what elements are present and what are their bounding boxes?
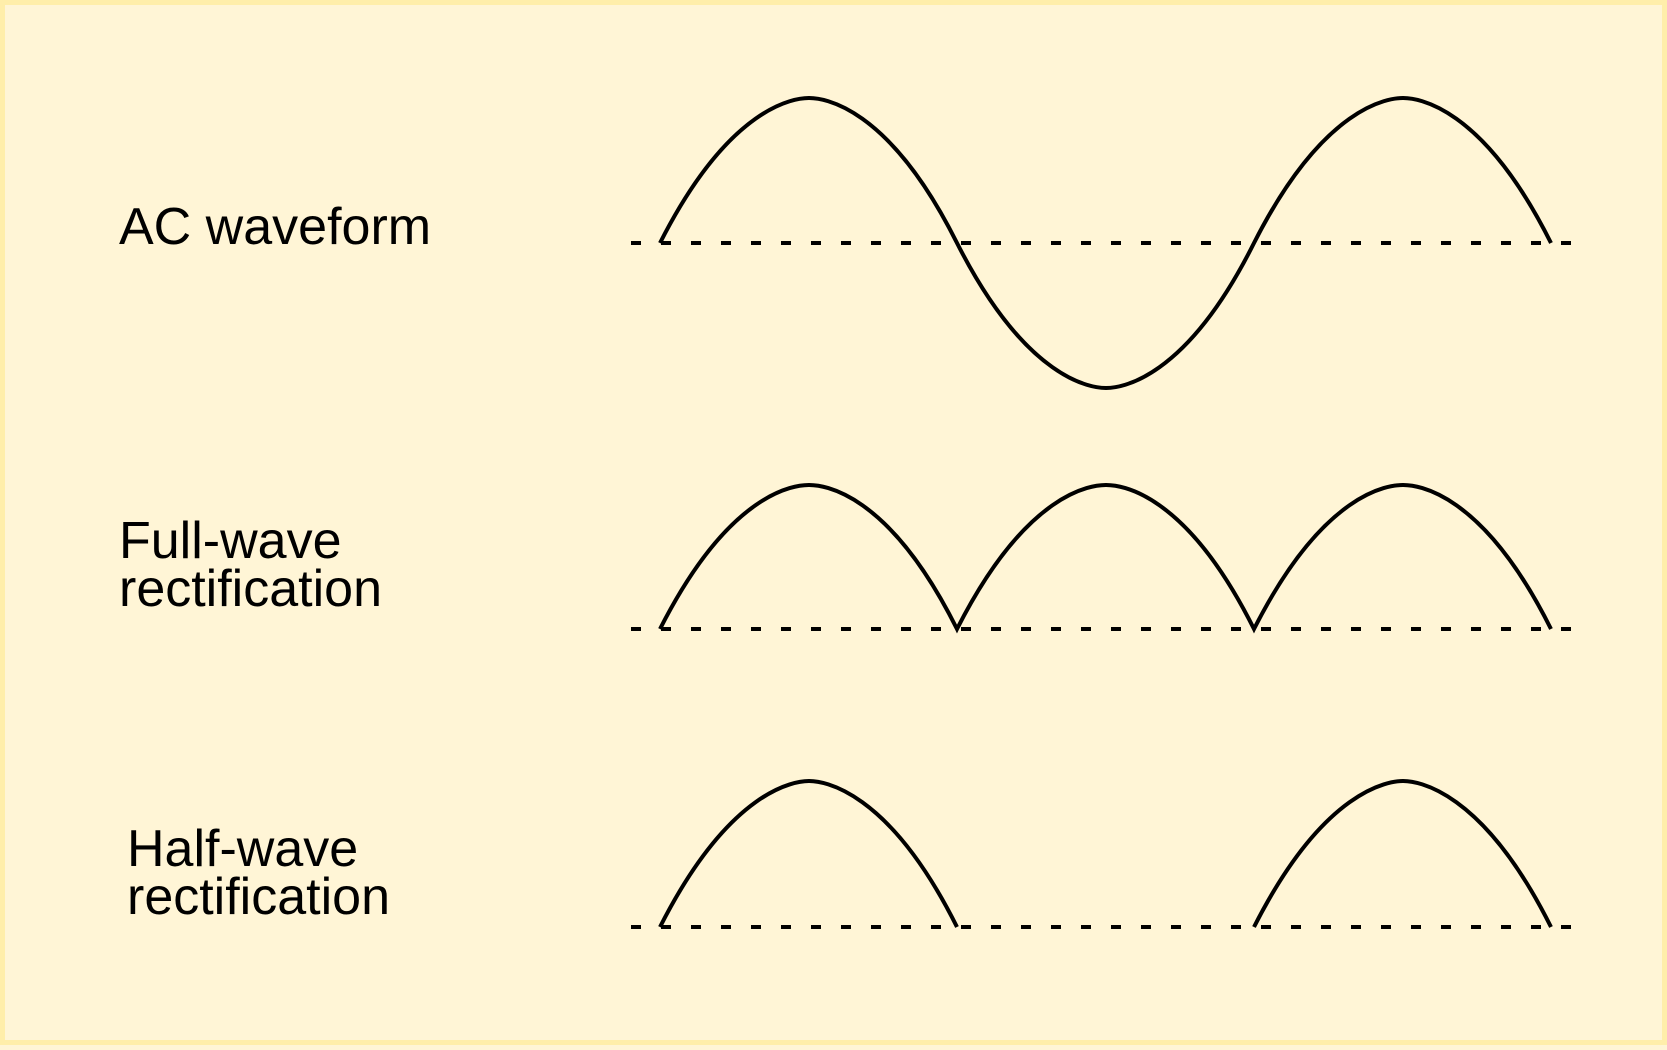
full-wave-rectification-label: Full-wave rectification	[119, 512, 382, 618]
full-wave-label-line-1: Full-wave	[119, 512, 342, 570]
half-wave-rectification-label: Half-wave rectification	[127, 820, 390, 926]
half-wave-label-line-2: rectification	[127, 868, 390, 926]
full-wave-curve	[658, 482, 1553, 634]
half-wave-curve-hump-1	[658, 778, 959, 928]
ac-waveform-label-line-1: AC waveform	[119, 198, 432, 256]
full-wave-label-line-2: rectification	[119, 560, 382, 618]
ac-waveform-label: AC waveform	[119, 198, 432, 256]
half-wave-curve-hump-2	[1252, 778, 1553, 928]
waveforms-canvas	[631, 96, 1572, 929]
ac-waveform-curve	[658, 96, 1553, 390]
half-wave-label-line-1: Half-wave	[127, 820, 359, 878]
